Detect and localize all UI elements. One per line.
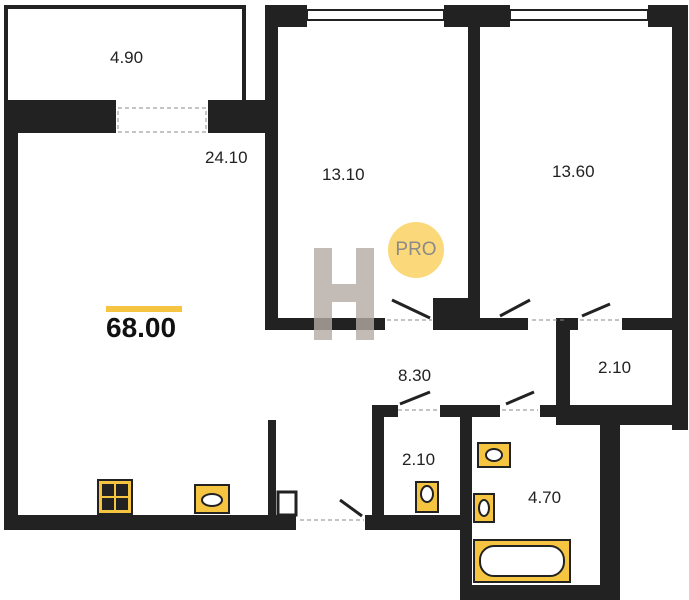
door-swings	[117, 107, 620, 521]
watermark-logo	[314, 248, 374, 340]
storage-area: 2.10	[598, 358, 632, 377]
kitchen-sink-icon	[194, 484, 230, 514]
bedroom2-area: 13.60	[552, 162, 595, 181]
bath-sink-icon	[473, 493, 495, 523]
toilet-icon	[415, 442, 511, 513]
pro-badge: PRO	[388, 222, 444, 278]
hall-area: 8.30	[398, 366, 432, 385]
balcony-area: 4.90	[110, 48, 144, 67]
living-area: 24.10	[205, 148, 248, 167]
doors	[339, 298, 611, 518]
stove-icon	[97, 479, 133, 515]
bathroom-area: 4.70	[528, 488, 562, 507]
total-area: 68.00	[106, 312, 177, 343]
bathtub-icon	[473, 539, 571, 583]
total-area-bar	[106, 306, 182, 312]
bedroom1-area: 13.10	[322, 165, 365, 184]
toilet-area: 2.10	[402, 450, 436, 469]
walls	[4, 5, 688, 600]
